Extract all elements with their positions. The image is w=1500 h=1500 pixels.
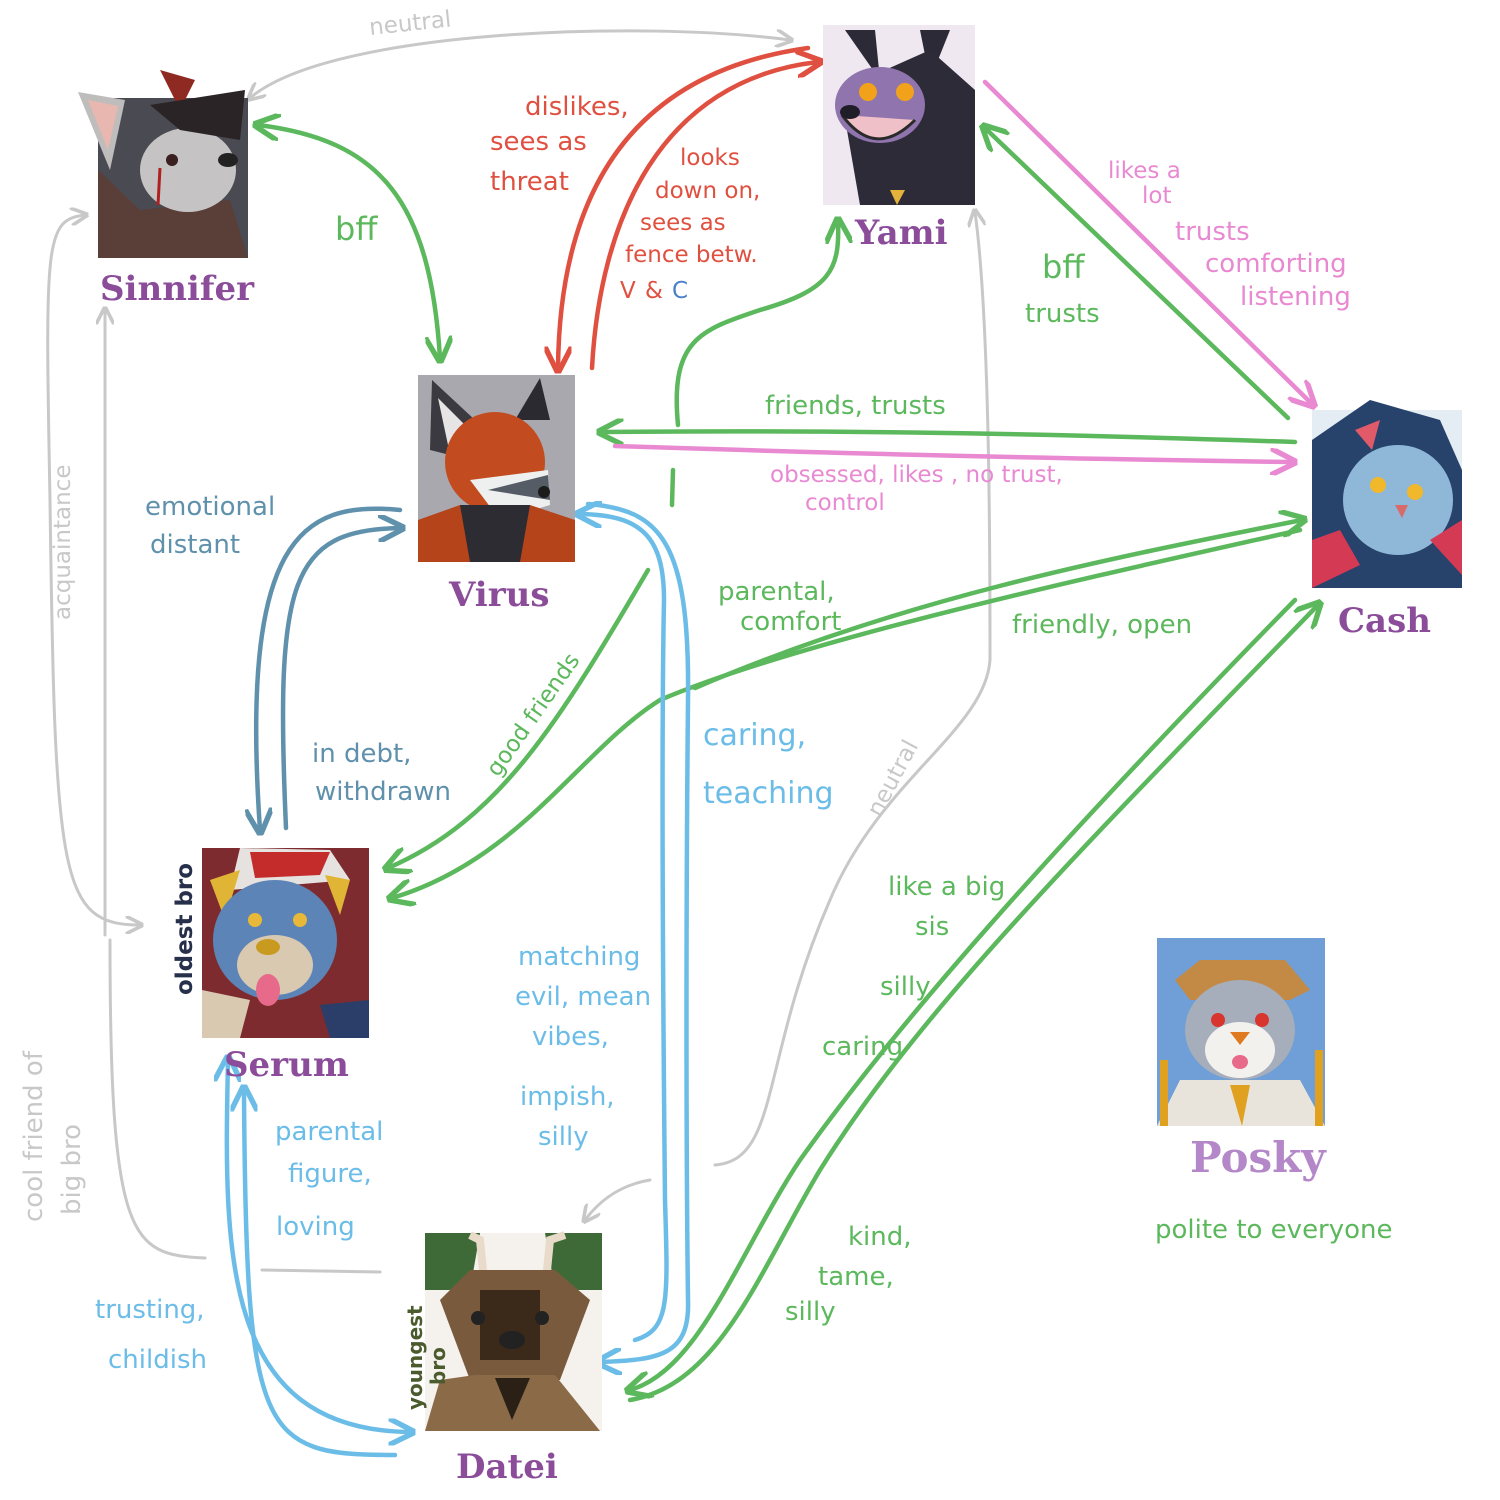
label-yami-virus-4: fence betw.: [625, 242, 758, 268]
yami-name: Yami: [854, 213, 948, 253]
label-yami-virus-amp: &: [645, 278, 663, 304]
label-datei-virus-3: vibes,: [532, 1022, 609, 1052]
label-cash-yami-2: trusts: [1025, 299, 1100, 329]
datei-portrait: [425, 1231, 602, 1431]
edge-sinnifer-virus: [258, 125, 440, 358]
posky-note: polite to everyone: [1155, 1215, 1393, 1245]
label-datei-cash-2: tame,: [818, 1262, 894, 1292]
serum-name: Serum: [224, 1045, 349, 1085]
edge-sinnifer-yami: [250, 31, 790, 98]
edge-virus-datei: [585, 501, 691, 1362]
label-yami-cash-1: likes a: [1108, 158, 1181, 184]
virus-name: Virus: [448, 575, 549, 615]
label-yami-datei: neutral: [862, 736, 924, 821]
edge-cash-datei: [630, 597, 1298, 1390]
label-datei-cash-1: kind,: [848, 1222, 912, 1252]
label-virus-yami-1: dislikes,: [525, 92, 629, 122]
label-serum-virus-2: withdrawn: [315, 777, 451, 807]
sinnifer-portrait: [78, 70, 248, 258]
sinnifer-name: Sinnifer: [100, 269, 255, 309]
label-datei-virus-4: impish,: [520, 1082, 615, 1112]
label-datei-cash-3: silly: [785, 1297, 836, 1327]
edge-virus-serum: [256, 506, 403, 830]
label-cash-datei-4: caring: [822, 1032, 903, 1062]
label-datei-serum-2: childish: [108, 1345, 207, 1375]
label-datei-virus-2: evil, mean: [515, 982, 651, 1012]
label-virus-cash-2: control: [805, 490, 885, 516]
edge-datei-cash: [627, 605, 1318, 1403]
label-yami-virus-1: looks: [680, 145, 740, 171]
datei-tag-line2: bro: [426, 1347, 450, 1385]
cash-name: Cash: [1338, 601, 1431, 641]
edge-yami-datei-tail: [585, 1178, 652, 1220]
datei-name: Datei: [456, 1447, 558, 1487]
label-yami-virus-v: V: [620, 278, 636, 304]
edge-serum-datei-gray: [260, 1268, 382, 1274]
label-serum-virus-1: in debt,: [312, 739, 411, 769]
label-datei-serum-1: trusting,: [95, 1295, 205, 1325]
label-virus-serum-1: emotional: [145, 492, 275, 522]
label-acquaintance: acquaintance: [50, 465, 76, 620]
label-serum-datei-3: loving: [276, 1212, 355, 1242]
label-yami-virus-2: down on,: [655, 178, 760, 204]
label-yami-cash-4: comforting: [1205, 249, 1347, 279]
label-cash-virus: friends, trusts: [765, 391, 946, 421]
edge-cool-friend: [108, 938, 207, 1260]
edge-cash-virus: [602, 431, 1298, 442]
edge-serum-datei: [227, 1060, 410, 1432]
label-cool-friend-1: cool friend of: [19, 1050, 49, 1222]
label-serum-cash-2: comfort: [740, 607, 841, 637]
virus-portrait: [418, 375, 575, 562]
label-virus-datei-2: teaching: [703, 776, 834, 811]
edge-sinnifer-serum: [46, 215, 140, 925]
label-yami-cash-2: lot: [1142, 183, 1171, 209]
edge-yami-virus: [558, 45, 811, 368]
label-cash-yami-1: bff: [1042, 248, 1085, 286]
label-virus-yami-3: threat: [490, 167, 569, 197]
edge-virus-serum-green: [388, 567, 651, 868]
edge-serum-virus: [280, 528, 400, 831]
cash-portrait: [1312, 400, 1462, 588]
label-virus-serum-2: distant: [150, 530, 240, 560]
label-serum-datei-1: parental: [275, 1117, 383, 1147]
edge-serum-cash: [692, 520, 1302, 691]
edge-virus-yami: [589, 62, 818, 371]
label-virus-cash-1: obsessed, likes , no trust,: [770, 462, 1063, 488]
label-yami-cash-5: listening: [1240, 282, 1351, 312]
posky-portrait: [1157, 938, 1325, 1126]
datei-tag-line1: youngest: [403, 1305, 427, 1410]
label-virus-yami-2: sees as: [490, 127, 587, 157]
label-yami-cash-3: trusts: [1175, 217, 1250, 247]
label-yami-virus-3: sees as: [640, 210, 726, 236]
label-datei-virus-5: silly: [538, 1122, 589, 1152]
label-virus-datei-1: caring,: [703, 718, 806, 753]
edge-datei-serum: [244, 1090, 398, 1458]
label-cash-datei-1: like a big: [888, 872, 1005, 902]
edge-virus-yami-green-tick: [669, 467, 676, 508]
edge-datei-virus: [580, 514, 669, 1343]
edge-yami-cash: [982, 79, 1312, 404]
label-serum-datei-2: figure,: [288, 1159, 372, 1189]
label-good-friends: good friends: [482, 649, 586, 782]
label-cool-friend-2: big bro: [57, 1124, 87, 1215]
label-sinnifer-virus: bff: [335, 210, 378, 248]
label-sinnifer-yami: neutral: [368, 7, 453, 41]
serum-tag: oldest bro: [172, 863, 198, 995]
yami-portrait: [823, 25, 975, 205]
label-cash-serum: friendly, open: [1012, 610, 1192, 640]
edge-cash-serum: [392, 527, 1303, 898]
label-datei-virus-1: matching: [518, 942, 640, 972]
edge-yami-datei: [713, 212, 992, 1167]
edge-virus-cash: [612, 443, 1292, 462]
posky-name: Posky: [1190, 1133, 1327, 1182]
serum-portrait: [202, 848, 369, 1038]
label-yami-virus-c: C: [672, 278, 688, 304]
label-cash-datei-3: silly: [880, 972, 931, 1002]
label-cash-datei-2: sis: [915, 912, 949, 942]
edge-virus-yami-green: [674, 222, 839, 428]
edge-cash-yami: [985, 128, 1291, 421]
label-serum-cash-1: parental,: [718, 577, 835, 607]
